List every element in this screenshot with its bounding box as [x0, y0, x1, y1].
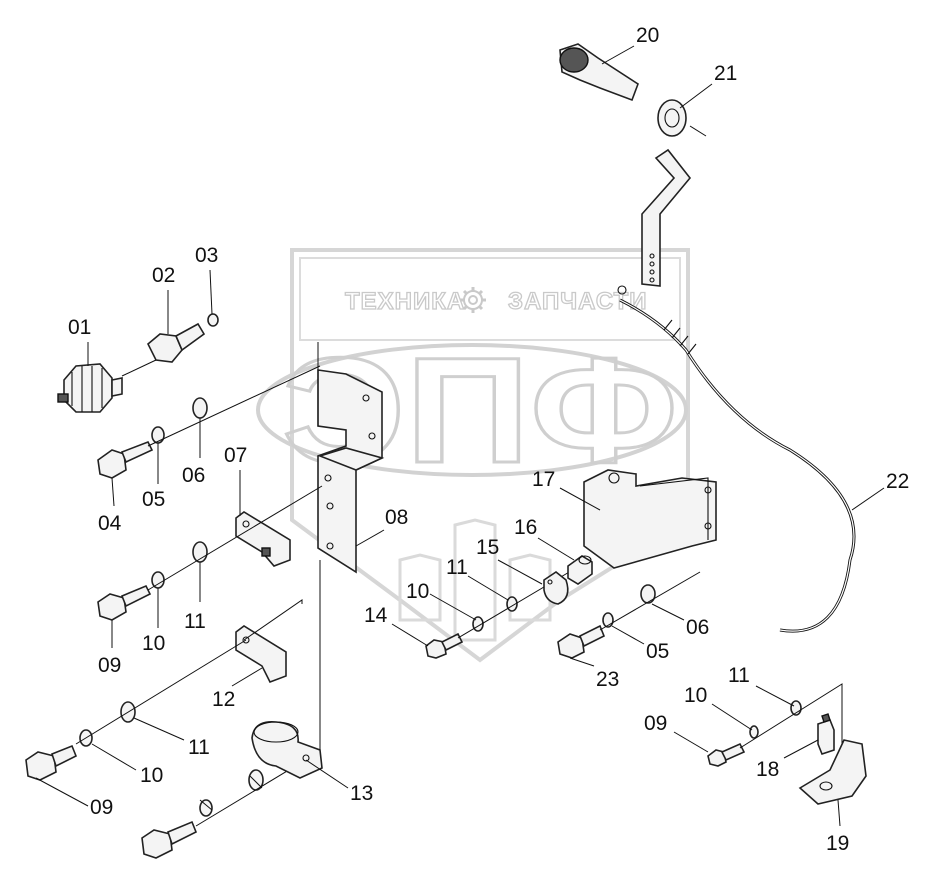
part-08-bracket	[317, 342, 385, 574]
part-13-clamp	[251, 560, 323, 779]
callout-05b: 05	[646, 640, 669, 663]
callout-12: 12	[212, 688, 235, 711]
assembly-line-04	[147, 365, 321, 447]
part-22-cable	[617, 148, 856, 633]
part-17-bracket	[583, 469, 717, 569]
watermark-shield	[290, 248, 690, 663]
part-10-lock-washer-c	[199, 799, 213, 817]
part-09-bolt-a	[97, 584, 152, 621]
callout-07: 07	[224, 444, 247, 467]
assembly-line-09b	[75, 639, 247, 745]
part-14-bolt	[425, 632, 464, 659]
part-09-bolt-b	[25, 744, 78, 781]
callout-11c: 11	[446, 556, 468, 579]
watermark-ellipse	[256, 343, 688, 477]
callout-06: 06	[182, 464, 205, 487]
watermark-right-word: ЗАПЧАСТИ	[508, 288, 648, 315]
assembly-line-09a	[147, 485, 323, 591]
callout-10c: 10	[406, 580, 429, 603]
callout-19: 19	[826, 832, 849, 855]
callouts: 01 02 03 04 05 06 07 08 09 10 11 12 11 1…	[35, 24, 909, 855]
callout-06b: 06	[686, 616, 709, 639]
watermark-banner	[299, 257, 681, 341]
callout-09a: 09	[98, 654, 121, 677]
callout-22: 22	[886, 470, 909, 493]
part-06-washer-b	[640, 584, 656, 604]
part-19-bracket	[798, 739, 867, 805]
callout-11b: 11	[188, 736, 210, 759]
part-23-bolt	[557, 624, 606, 659]
assembly-line-09d	[739, 683, 843, 750]
callout-18: 18	[756, 758, 779, 781]
callout-01: 01	[68, 316, 91, 339]
assembly-line-23	[599, 571, 701, 631]
callout-04: 04	[98, 512, 122, 535]
callout-20: 20	[636, 24, 659, 47]
part-16-spacer	[567, 555, 593, 585]
callout-09c: 09	[644, 712, 667, 735]
part-02-adapter	[121, 322, 206, 377]
callout-03: 03	[195, 244, 218, 267]
callout-21: 21	[714, 62, 737, 85]
part-09-bolt-c	[141, 820, 198, 859]
part-01-sensor	[57, 363, 123, 413]
callout-13: 13	[350, 782, 373, 805]
part-07-plate	[235, 511, 291, 567]
callout-14: 14	[364, 604, 388, 627]
part-06-washer	[192, 397, 208, 419]
callout-23: 23	[596, 668, 619, 691]
callout-11a: 11	[184, 610, 206, 633]
callout-10a: 10	[142, 632, 165, 655]
part-15-clip	[543, 571, 569, 605]
callout-10d: 10	[684, 684, 707, 707]
part-10-lock-washer-e	[749, 725, 759, 739]
callout-16: 16	[514, 516, 537, 539]
part-12-plate	[235, 625, 287, 684]
watermark-left-word: ТЕХНИКА	[345, 288, 465, 315]
part-04-bolt	[97, 440, 154, 479]
part-10-lock-washer-a	[151, 571, 165, 589]
assembly-line-12	[243, 599, 303, 641]
part-09-bolt-d	[707, 742, 746, 767]
callout-08: 08	[385, 506, 408, 529]
part-05-lock-washer	[151, 426, 165, 444]
part-21-washer	[657, 99, 687, 137]
part-18-switch	[817, 713, 835, 755]
part-03-washer	[207, 313, 219, 327]
callout-17: 17	[532, 468, 555, 491]
gear-icon	[460, 287, 486, 313]
callout-09b: 09	[90, 796, 113, 819]
callout-11d: 11	[728, 664, 750, 687]
callout-02: 02	[152, 264, 175, 287]
callout-15: 15	[476, 536, 499, 559]
callout-05: 05	[142, 488, 165, 511]
callout-10b: 10	[140, 764, 163, 787]
part-20-pin	[559, 43, 639, 102]
